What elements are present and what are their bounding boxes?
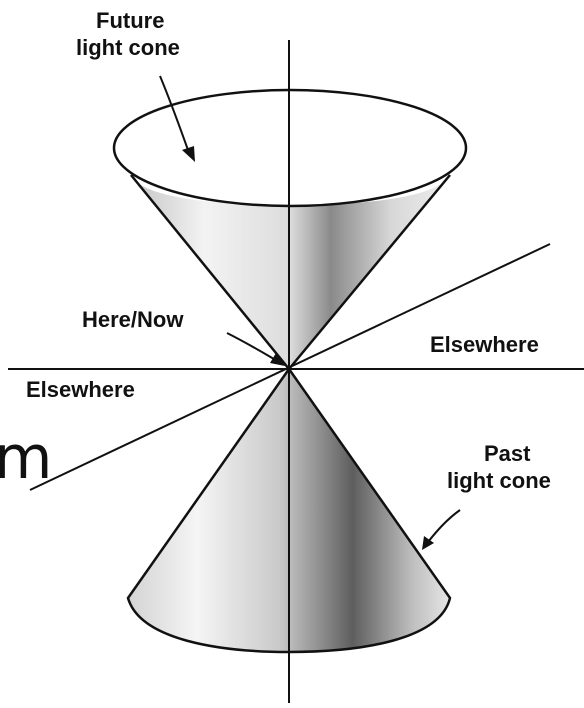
elsewhere-left-label: Elsewhere — [26, 377, 135, 402]
future-label-line2: light cone — [76, 35, 180, 60]
elsewhere-right-label: Elsewhere — [430, 332, 539, 357]
here-now-label: Here/Now — [82, 307, 184, 332]
past-label-line1: Past — [484, 441, 531, 466]
future-label-line1: Future — [96, 8, 164, 33]
cropped-letter-fragment: m — [0, 423, 52, 493]
past-pointer-arrow — [428, 510, 460, 542]
past-label-line2: light cone — [447, 468, 551, 493]
